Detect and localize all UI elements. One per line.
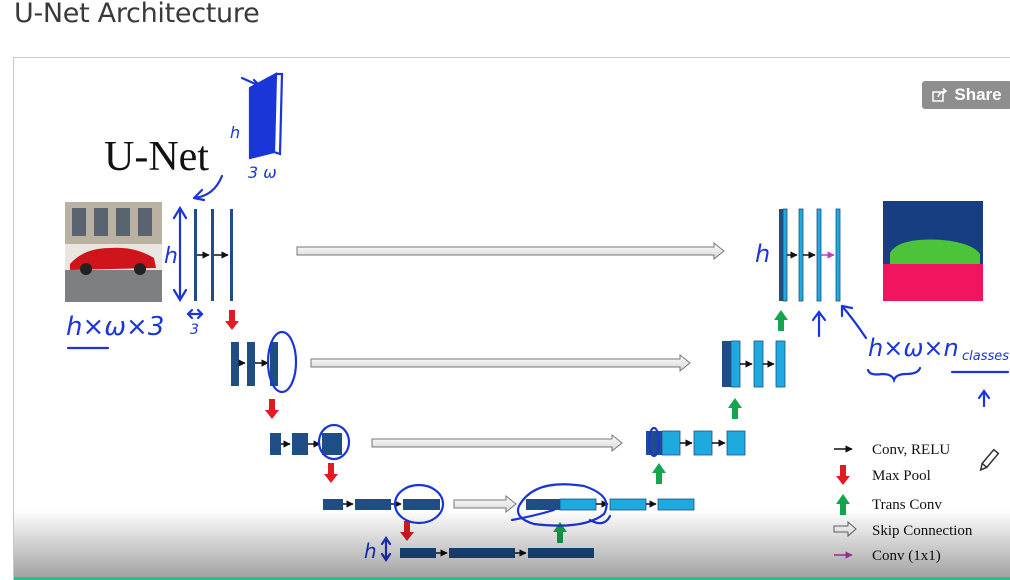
slide-heading: U-Net (104, 134, 209, 180)
feature-block (194, 209, 197, 301)
feature-block (559, 498, 597, 511)
skip-connection-arrow (371, 433, 623, 453)
feature-block (292, 433, 308, 455)
red-down-arrow-icon (265, 399, 279, 419)
feature-block (730, 340, 741, 388)
legend-label: Conv (1x1) (872, 548, 941, 564)
green-up-arrow-icon (836, 494, 850, 515)
page-title: U-Net Architecture (14, 0, 260, 29)
red-down-arrow-icon (836, 465, 850, 485)
pencil-icon[interactable] (978, 448, 1000, 472)
red-down-arrow-icon (400, 521, 414, 541)
feature-block (230, 209, 233, 301)
decoder-level-1 (779, 208, 841, 302)
handwritten-input-dims: h×ω×3 (66, 312, 164, 342)
feature-block (231, 342, 239, 386)
feature-block (726, 430, 746, 456)
feature-block (609, 498, 647, 511)
handwritten-annotations (66, 72, 1010, 562)
hollow-arrow-icon (833, 520, 857, 538)
bottleneck (400, 548, 594, 558)
feature-block (779, 209, 783, 301)
handwritten-h-left: h (164, 244, 178, 269)
encoder-level-4 (323, 499, 440, 510)
handwritten-output-dims: h×ω×n (868, 334, 959, 362)
segmentation-output (883, 201, 983, 301)
green-up-arrow-icon (553, 522, 567, 543)
unet-slide: U-Net (65, 72, 1010, 564)
handwritten-h-bottom: h (364, 539, 377, 563)
share-icon (932, 88, 948, 102)
legend-label: Conv, RELU (872, 442, 950, 458)
feature-block (775, 340, 786, 388)
encoder-level-1 (194, 209, 233, 301)
feature-block (722, 341, 731, 387)
trans-conv-arrows (553, 310, 788, 543)
feature-block (753, 340, 764, 388)
skip-connection-arrow (453, 494, 517, 514)
green-up-arrow-icon (774, 310, 788, 331)
red-down-arrow-icon (324, 463, 338, 483)
legend-label: Max Pool (872, 468, 931, 484)
legend: Conv, RELU Max Pool Trans Conv Skip Conn… (833, 442, 973, 564)
encoder-level-3 (270, 433, 342, 455)
feature-block (355, 499, 391, 510)
handwritten-labels: h×ω×3 h×ω×n classes h h h 3 h 3 ω (66, 123, 1009, 563)
red-down-arrow-icon (225, 310, 239, 330)
input-image (65, 202, 162, 302)
encoder-level-2 (231, 342, 278, 386)
feature-block (693, 430, 713, 456)
decoder-level-2 (722, 340, 786, 388)
feature-block (323, 499, 343, 510)
legend-label: Trans Conv (872, 497, 942, 513)
feature-block (526, 499, 560, 510)
handwritten-cube-h: h (230, 123, 240, 142)
feature-block (782, 208, 788, 302)
handwritten-output-subscript: classes (962, 349, 1009, 364)
green-up-arrow-icon (728, 398, 742, 419)
skip-connection-arrow (310, 353, 691, 373)
feature-block (449, 548, 515, 558)
feature-block (528, 548, 594, 558)
skip-connections (296, 241, 725, 514)
skip-connection-arrow (296, 241, 725, 261)
feature-block (270, 433, 281, 455)
share-button[interactable]: Share (922, 81, 1010, 109)
feature-block (835, 208, 841, 302)
decoder-level-4 (526, 498, 695, 511)
feature-block (657, 498, 695, 511)
share-label: Share (954, 85, 1002, 104)
decoder-level-3 (646, 430, 746, 456)
max-pool-arrows (225, 310, 414, 541)
feature-block (661, 430, 681, 456)
feature-block (247, 342, 255, 386)
legend-label: Skip Connection (872, 523, 973, 539)
handwritten-h-right: h (755, 240, 770, 268)
feature-block (211, 209, 214, 301)
feature-block (403, 499, 440, 510)
handwritten-three: 3 (190, 322, 199, 338)
green-up-arrow-icon (652, 463, 666, 484)
video-player[interactable]: U-Net (13, 57, 1010, 580)
feature-block (816, 208, 822, 302)
feature-block (270, 342, 278, 386)
handwritten-cube-3w: 3 ω (248, 163, 277, 182)
feature-block (322, 433, 342, 455)
feature-block (400, 548, 436, 558)
feature-block (798, 208, 804, 302)
